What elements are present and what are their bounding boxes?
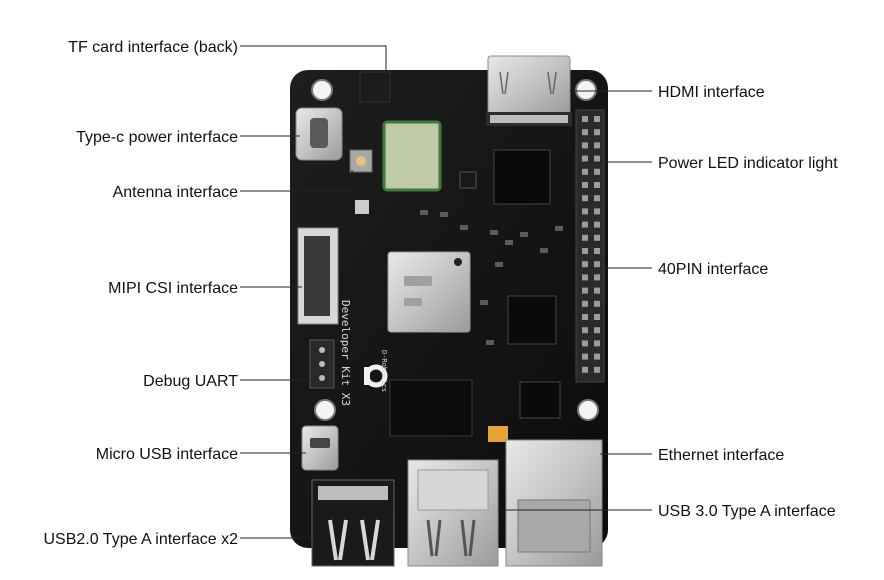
board-logo [364, 364, 388, 388]
label-usb3: USB 3.0 Type A interface [658, 503, 836, 520]
silkscreen-brand: D-Robotics [380, 350, 388, 392]
header-pin [594, 129, 600, 136]
ethernet-jack [505, 439, 603, 567]
header-pin [582, 129, 588, 136]
header-pin [594, 248, 600, 254]
header-pin [594, 366, 600, 373]
header-pin [594, 300, 600, 307]
header-pin [582, 182, 588, 188]
label-usb2: USB2.0 Type A interface x2 [44, 531, 239, 548]
header-pin [582, 221, 588, 228]
header-pin [582, 274, 588, 281]
usb2-connector [311, 479, 395, 567]
antenna-connector [349, 149, 373, 173]
mounting-holes [311, 79, 599, 421]
header-pin [582, 155, 588, 162]
hdmi-connector [486, 55, 572, 126]
header-pin [594, 274, 600, 281]
header-pin [594, 340, 600, 347]
header-pin [594, 327, 600, 334]
usb3-connector [407, 459, 499, 567]
header-pin [594, 208, 600, 215]
debug-uart-header [309, 339, 335, 389]
label-tf-card: TF card interface (back) [68, 39, 238, 56]
leader-lines [240, 45, 652, 539]
silkscreen-kit: Developer Kit X3 [339, 300, 352, 406]
header-pin [582, 366, 588, 373]
header-pin [594, 142, 600, 149]
header-pin [582, 234, 588, 241]
header-pin [582, 208, 588, 215]
header-pin [594, 195, 600, 202]
leader-antenna [240, 170, 353, 192]
header-pin [582, 353, 588, 360]
leader-tf-card [240, 45, 387, 74]
soc-chip [387, 251, 471, 333]
micro-usb-connector [301, 425, 339, 471]
mipi-csi-connector [297, 227, 339, 325]
header-pin [594, 234, 600, 241]
header-pin [582, 314, 588, 320]
header-pin [582, 116, 588, 122]
header-pin [582, 300, 588, 307]
label-power-led: Power LED indicator light [658, 155, 838, 172]
header-pin [582, 287, 588, 294]
header-pin [582, 248, 588, 254]
header-pin [594, 287, 600, 294]
pin-header-40 [575, 109, 605, 383]
header-pin [594, 261, 600, 268]
header-pin [594, 353, 600, 360]
header-pin [594, 116, 600, 122]
header-pin [594, 182, 600, 188]
memory-chip [389, 379, 473, 437]
header-pin [582, 261, 588, 268]
header-pin [582, 168, 588, 175]
header-pin [594, 221, 600, 228]
label-debug-uart: Debug UART [143, 373, 238, 390]
smd-components [420, 210, 563, 345]
header-pin [582, 340, 588, 347]
label-ethernet: Ethernet interface [658, 447, 784, 464]
label-mipi-csi: MIPI CSI interface [108, 280, 238, 297]
label-micro-usb: Micro USB interface [96, 446, 238, 463]
small-chips [355, 149, 561, 419]
header-pin [594, 155, 600, 162]
header-pin [582, 195, 588, 202]
type-c-connector [295, 107, 343, 161]
label-40pin: 40PIN interface [658, 261, 768, 278]
header-pin [582, 327, 588, 334]
header-pin [594, 314, 600, 320]
header-pin [594, 168, 600, 175]
label-type-c: Type-c power interface [76, 129, 238, 146]
label-hdmi: HDMI interface [658, 84, 765, 101]
label-antenna: Antenna interface [113, 184, 239, 201]
wifi-module [382, 120, 442, 192]
power-led [488, 426, 508, 442]
tf-card-slot [359, 71, 391, 103]
header-pin [582, 142, 588, 149]
